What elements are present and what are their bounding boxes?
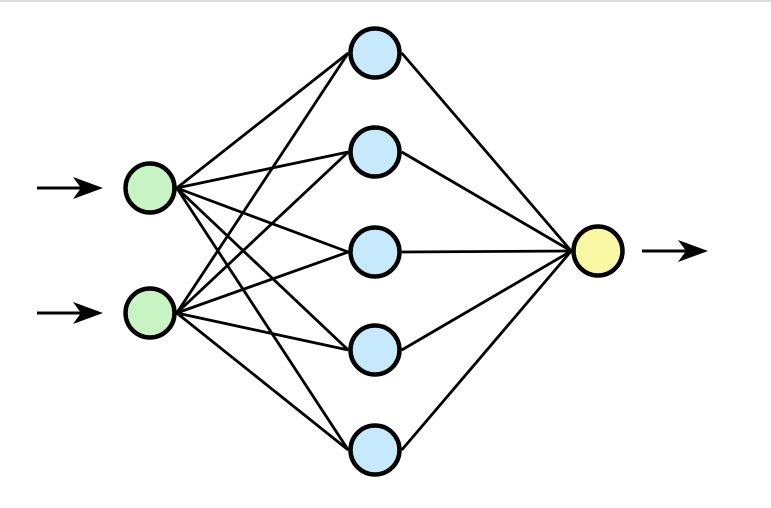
edge-hidden-node-3-output-node: [401, 249, 572, 254]
hidden-node-3: [348, 225, 402, 279]
edge-input-node-1-hidden-node-1: [175, 51, 350, 190]
input-arrow-1-arrowhead-icon: [73, 177, 103, 199]
hidden-node-5: [348, 423, 402, 477]
edge-hidden-node-5-output-node: [400, 250, 573, 451]
figure-top-border: [0, 0, 771, 2]
hidden-node-1: [348, 26, 402, 80]
hidden-node-2: [348, 125, 402, 179]
edge-input-node-1-hidden-node-4: [175, 186, 350, 352]
input-node-1: [123, 161, 177, 215]
edge-input-node-2-hidden-node-1: [175, 52, 350, 314]
edge-hidden-node-1-output-node: [400, 52, 573, 252]
edge-input-node-1-hidden-node-2: [176, 150, 349, 190]
edge-input-node-1-hidden-node-3: [176, 186, 349, 254]
edge-input-node-2-hidden-node-3: [176, 250, 349, 315]
output-arrow-arrowhead-icon: [678, 240, 708, 262]
input-node-2: [123, 286, 177, 340]
input-arrow-2-arrowhead-icon: [73, 302, 103, 324]
hidden-node-4: [348, 323, 402, 377]
edge-hidden-node-2-output-node: [401, 150, 572, 253]
edge-hidden-node-4-output-node: [401, 249, 572, 352]
edge-input-node-2-hidden-node-4: [176, 311, 349, 352]
edge-input-node-2-hidden-node-5: [175, 311, 350, 452]
output-node: [571, 224, 625, 278]
edge-input-node-2-hidden-node-2: [175, 150, 350, 315]
edge-input-node-1-hidden-node-5: [175, 187, 350, 451]
